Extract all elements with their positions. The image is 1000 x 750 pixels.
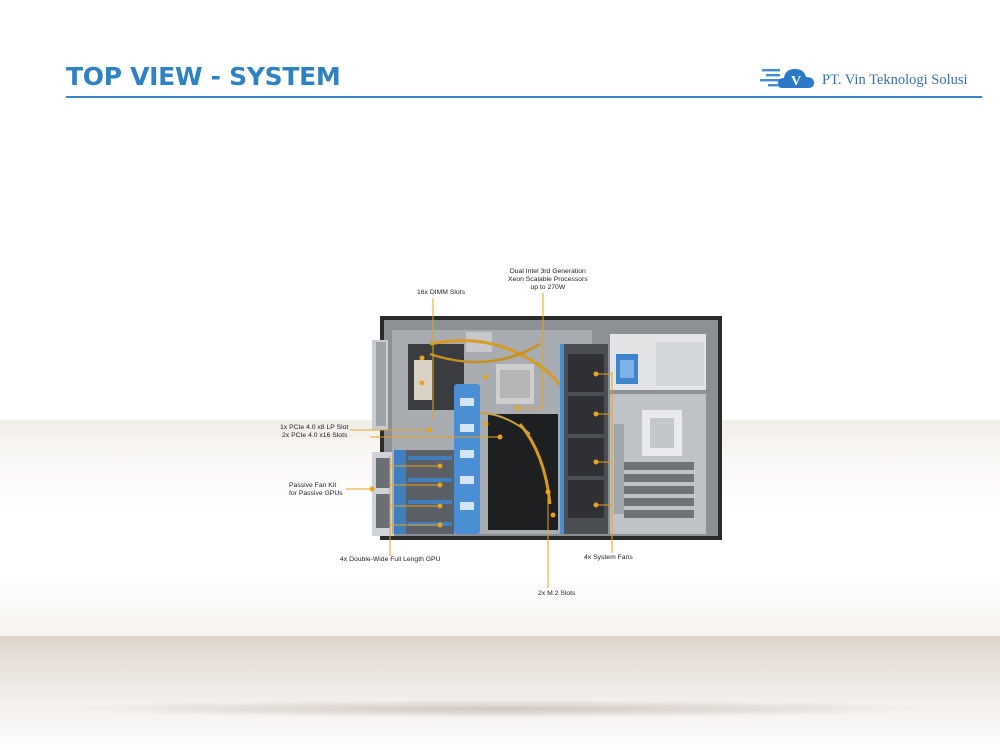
- dimm-callout: 16x DIMM Slots: [417, 289, 465, 296]
- processor-line-3: up to 270W: [530, 284, 566, 291]
- fan-kit-callout: Passive Fan Kit for Passive GPUs: [289, 482, 343, 498]
- cloud-v-icon: V: [760, 69, 814, 89]
- processor-callout: Dual Intel 3rd Generation Xeon Scalable …: [508, 268, 588, 292]
- gpu-callout: 4x Double-Wide Full Length GPU: [340, 556, 441, 563]
- fan-kit-line-1: Passive Fan Kit: [289, 482, 337, 489]
- background-floor: [0, 636, 1000, 750]
- pcie-lp-callout: 1x PCIe 4.0 x8 LP Slot: [280, 424, 349, 431]
- title-underline: [66, 96, 982, 98]
- m2-callout: 2x M.2 Slots: [538, 590, 576, 597]
- system-fans-callout: 4x System Fans: [584, 554, 633, 561]
- pcie-x16-callout: 2x PCIe 4.0 x16 Slots: [282, 432, 348, 439]
- fan-kit-line-2: for Passive GPUs: [289, 490, 343, 497]
- page-title: TOP VIEW - SYSTEM: [66, 62, 341, 91]
- processor-line-2: Xeon Scalable Processors: [508, 276, 588, 283]
- server-chassis-image: [372, 316, 722, 540]
- svg-text:V: V: [791, 74, 801, 89]
- floor-shadow: [60, 700, 940, 718]
- processor-line-1: Dual Intel 3rd Generation: [509, 268, 586, 275]
- company-name: PT. Vin Teknologi Solusi: [822, 72, 968, 88]
